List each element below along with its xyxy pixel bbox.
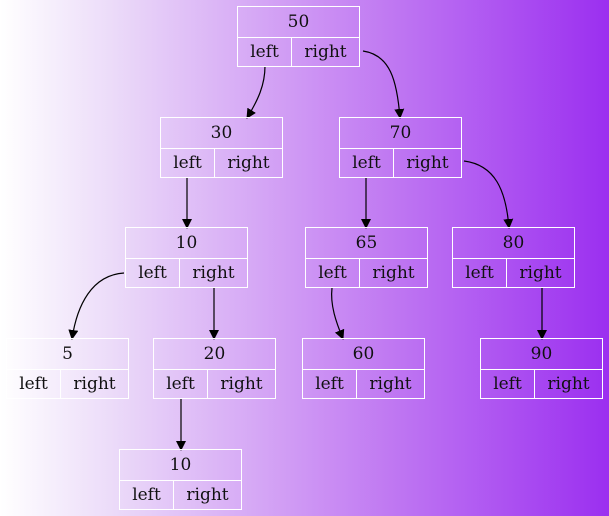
left-port: left xyxy=(154,370,208,399)
right-port: right xyxy=(220,374,263,394)
right-port: right xyxy=(186,485,229,505)
left-port: left xyxy=(238,38,292,67)
left-port: left xyxy=(303,370,357,399)
node-value: 10 xyxy=(120,450,241,481)
right-port: right xyxy=(369,374,412,394)
edge-50-70 xyxy=(362,50,405,119)
edge-50-30 xyxy=(246,65,266,119)
node-value: 50 xyxy=(238,7,359,38)
right-port: right xyxy=(547,374,590,394)
edge-10-5 xyxy=(68,272,125,340)
left-port: left xyxy=(126,259,180,288)
left-port: left xyxy=(340,149,394,178)
node-value: 70 xyxy=(340,118,461,149)
node-value: 80 xyxy=(453,228,574,259)
node-60: 60 left right xyxy=(302,338,425,399)
left-port: left xyxy=(120,481,174,510)
node-65: 65 left right xyxy=(305,227,428,288)
node-value: 65 xyxy=(306,228,427,259)
left-port: left xyxy=(7,370,61,399)
node-value: 60 xyxy=(303,339,424,370)
left-port: left xyxy=(161,149,215,178)
left-port: left xyxy=(481,370,535,399)
edge-70-80 xyxy=(463,160,514,229)
node-value: 30 xyxy=(161,118,282,149)
node-30: 30 left right xyxy=(160,117,283,178)
node-10-lower: 10 left right xyxy=(119,449,242,510)
right-port: right xyxy=(73,374,116,394)
node-5: 5 left right xyxy=(6,338,129,399)
right-port: right xyxy=(372,263,415,283)
edge-65-60 xyxy=(331,287,345,340)
right-port: right xyxy=(406,153,449,173)
node-10-upper: 10 left right xyxy=(125,227,248,288)
node-80: 80 left right xyxy=(452,227,575,288)
node-90: 90 left right xyxy=(480,338,603,399)
node-value: 10 xyxy=(126,228,247,259)
node-value: 90 xyxy=(481,339,602,370)
right-port: right xyxy=(519,263,562,283)
node-70: 70 left right xyxy=(339,117,462,178)
left-port: left xyxy=(453,259,507,288)
node-50: 50 left right xyxy=(237,6,360,67)
node-value: 5 xyxy=(7,339,128,370)
right-port: right xyxy=(227,153,270,173)
node-value: 20 xyxy=(154,339,275,370)
right-port: right xyxy=(192,263,235,283)
left-port: left xyxy=(306,259,360,288)
right-port: right xyxy=(304,42,347,62)
node-20: 20 left right xyxy=(153,338,276,399)
